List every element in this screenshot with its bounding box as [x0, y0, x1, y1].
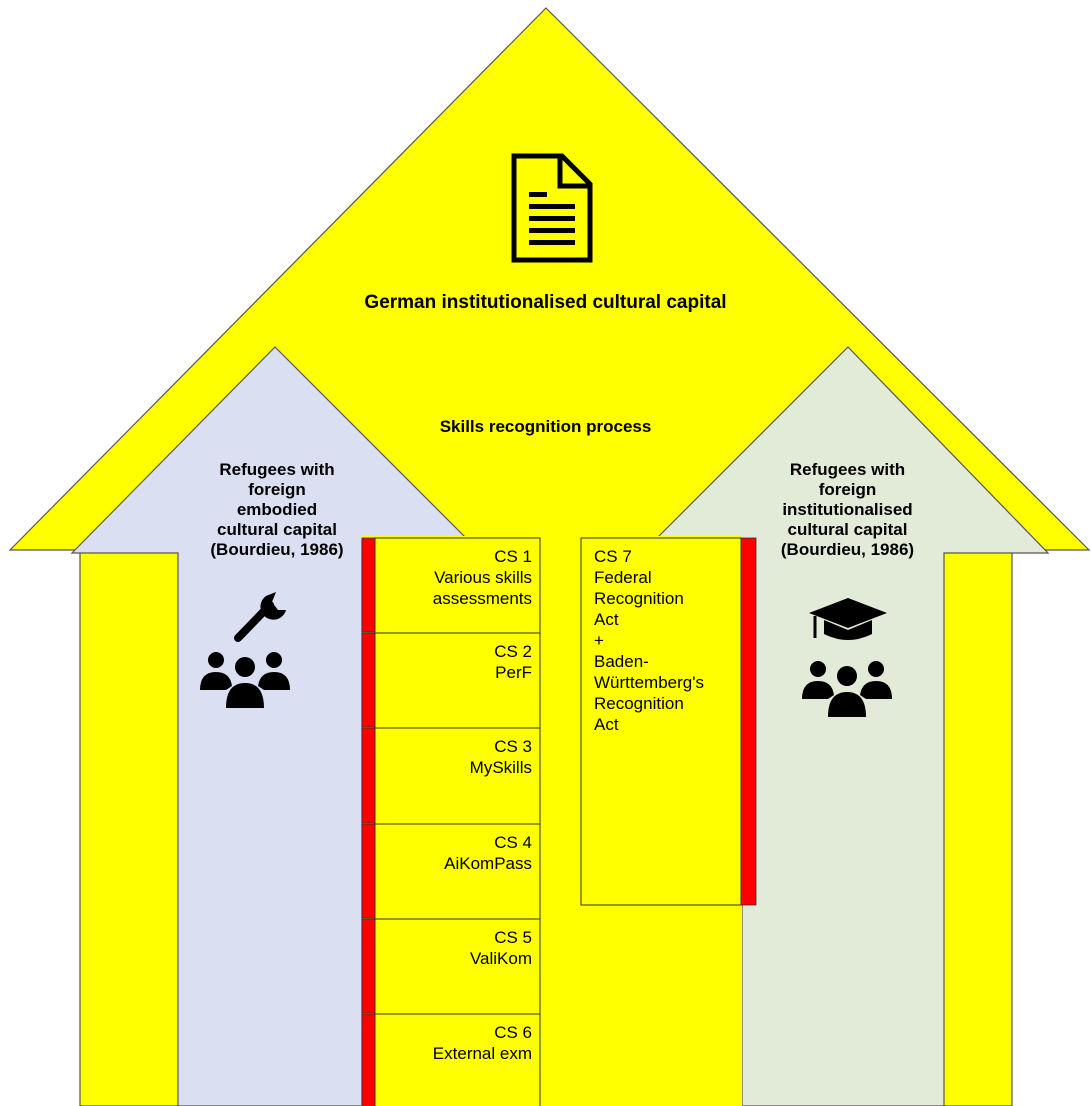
right-group-line: Refugees with	[789, 460, 906, 479]
cs7-line: Federal	[594, 568, 652, 587]
case-study-label: CS 2 PerF	[380, 641, 532, 683]
red-bar	[361, 537, 376, 633]
cs7-line: Württemberg's	[594, 673, 704, 692]
case-study-id: CS 3	[494, 737, 532, 756]
red-bar	[361, 823, 376, 919]
case-study-id: CS 2	[494, 642, 532, 661]
case-study-id: CS 1	[494, 547, 532, 566]
case-study-id: CS 5	[494, 928, 532, 947]
left-group-line: Refugees with	[219, 460, 335, 479]
cs7-line: Act	[594, 715, 619, 734]
case-study-label: CS 5 ValiKom	[380, 927, 532, 969]
graduation-cap-icon	[809, 598, 887, 640]
case-study-id: CS 4	[494, 833, 532, 852]
red-bar	[361, 727, 376, 824]
cs7-box	[580, 537, 742, 906]
cs7-line: Recognition	[594, 589, 684, 608]
cs7-line: Recognition	[594, 694, 684, 713]
wrench-icon	[234, 592, 286, 642]
red-bar	[361, 632, 376, 728]
case-study-stack	[361, 537, 541, 1106]
red-bar	[361, 1013, 376, 1106]
cs7-line: CS 7	[594, 547, 632, 566]
main-title: German institutionalised cultural capita…	[364, 292, 727, 313]
people-group-icon	[802, 661, 892, 717]
case-study-name: MySkills	[469, 758, 532, 777]
cs7-line: Act	[594, 610, 619, 629]
cs7-line: Baden-	[594, 652, 649, 671]
case-study-id: CS 6	[494, 1023, 532, 1042]
case-study-box	[374, 1013, 541, 1106]
left-group-line: embodied	[236, 500, 318, 519]
case-study-name: External exm	[432, 1044, 532, 1063]
case-study-name: assessments	[432, 589, 532, 608]
right-group-line: foreign	[818, 480, 877, 499]
cs7-line: +	[594, 631, 604, 650]
cs7-label: CS 7 Federal Recognition Act + Baden- Wü…	[594, 546, 739, 735]
case-study-label: CS 1 Various skills assessments	[380, 546, 532, 609]
document-icon	[511, 153, 593, 263]
case-study-name: PerF	[495, 663, 532, 682]
case-study-label: CS 4 AiKomPass	[380, 832, 532, 874]
case-study-label: CS 3 MySkills	[380, 736, 532, 778]
left-group-label: Refugees with foreign embodied cultural …	[182, 460, 372, 560]
right-group-line: cultural capital	[787, 520, 908, 539]
right-group-line: institutionalised	[782, 500, 913, 519]
left-group-line: cultural capital	[217, 520, 337, 539]
left-group-line: foreign	[248, 480, 306, 499]
people-group-icon	[200, 652, 290, 708]
left-group-line: (Bourdieu, 1986)	[210, 540, 344, 559]
case-study-box	[374, 537, 541, 634]
case-study-name: Various skills	[434, 568, 532, 587]
red-bar	[361, 918, 376, 1014]
cs7-red-bar	[740, 537, 757, 906]
case-study-label: CS 6 External exm	[380, 1022, 532, 1064]
case-study-name: ValiKom	[469, 949, 532, 968]
right-group-line: (Bourdieu, 1986)	[780, 540, 915, 559]
case-study-name: AiKomPass	[444, 854, 532, 873]
process-title: Skills recognition process	[439, 417, 652, 436]
right-group-label: Refugees with foreign institutionalised …	[750, 460, 945, 560]
